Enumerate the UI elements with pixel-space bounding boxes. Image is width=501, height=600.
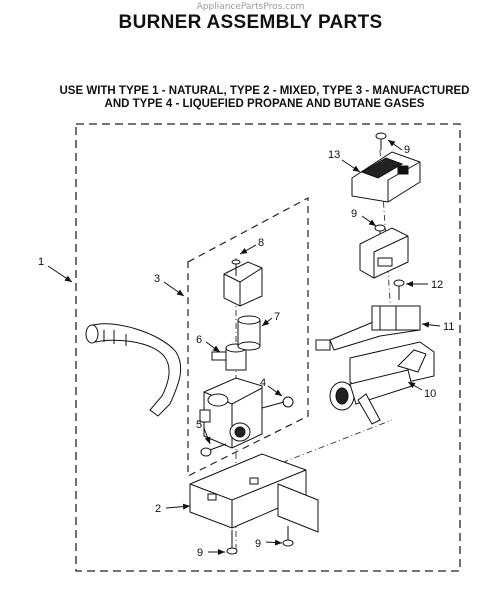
leader-11 [421,321,441,328]
callout-6: 6 [196,334,202,346]
callout-9-bottom-right: 9 [255,538,261,550]
gas-valve [199,377,263,449]
callout-13: 13 [328,149,340,161]
callout-10: 10 [424,388,436,400]
subtitle-line-1: USE WITH TYPE 1 - NATURAL, TYPE 2 - MIXE… [59,85,470,97]
screw-9-top [375,132,387,150]
leader-6 [205,341,221,353]
callout-5: 5 [196,419,202,431]
burner-tube [329,341,435,425]
valve-group-boundary [187,197,309,477]
callout-1: 1 [38,256,44,268]
callout-7: 7 [274,311,280,323]
screw-9-bottom-left [226,530,238,555]
leader-9-bottom-right [265,539,283,546]
subtitle-line-2: AND TYPE 4 - LIQUEFIED PROPANE AND BUTAN… [104,98,425,110]
callout-9-bottom-left: 9 [197,547,203,559]
gas-hose [85,323,182,417]
callout-9-bracket: 9 [351,208,357,220]
leader-4 [267,385,283,397]
watermark: AppliancePartsPros.com [196,2,305,12]
screw-5 [200,443,227,457]
burner-bracket [351,151,421,203]
leader-3 [163,281,185,297]
screw-4 [261,396,294,409]
mounting-bracket [189,453,319,533]
igniter [315,305,421,351]
assembly-axis-link [257,419,393,473]
leader-9-top [387,139,403,151]
leader-8 [239,244,257,255]
callout-11: 11 [443,321,454,333]
callout-2: 2 [155,503,161,515]
screw-9-bottom-right [282,526,294,547]
leader-10 [407,381,423,391]
valve-coil [237,315,261,351]
page-title: BURNER ASSEMBLY PARTS [118,12,383,33]
leader-2 [165,503,191,510]
callout-3: 3 [154,273,160,285]
callout-8: 8 [258,237,264,249]
leader-9-bracket [361,215,377,227]
leader-5 [203,427,211,445]
leader-7 [261,317,273,327]
callout-9-top: 9 [404,144,410,156]
solenoid-coil [211,343,247,371]
burner-mount-bracket [359,227,409,279]
callout-4: 4 [260,377,266,389]
leader-1 [47,265,73,283]
leader-13 [341,159,361,173]
coil-bracket [223,259,263,307]
callout-12: 12 [431,279,443,291]
screw-12 [393,279,405,300]
